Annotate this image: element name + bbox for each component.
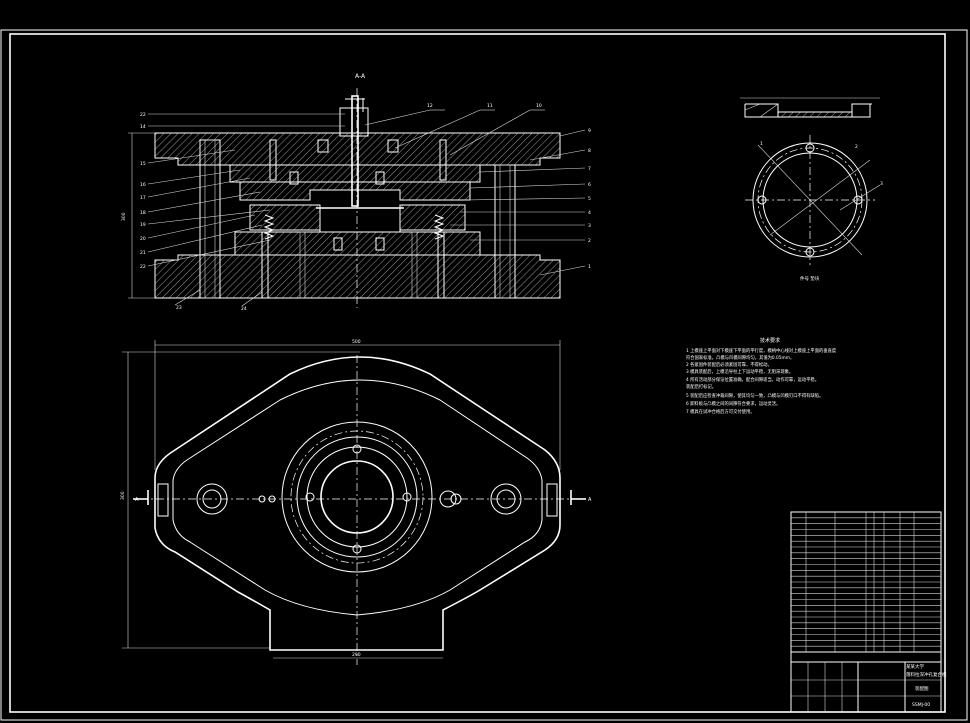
section-mark-right: A	[588, 497, 592, 503]
svg-text:8: 8	[588, 148, 591, 154]
title-drawing-code: SSMJ-00	[912, 702, 930, 708]
spring-right	[433, 214, 445, 240]
svg-text:24: 24	[241, 306, 247, 312]
svg-text:6: 6	[588, 182, 591, 188]
plan-outer-contour	[154, 356, 561, 651]
left-leaders	[147, 113, 345, 307]
svg-text:21: 21	[140, 250, 146, 256]
svg-text:2: 2	[855, 144, 858, 150]
svg-text:9: 9	[588, 128, 591, 134]
svg-text:6 卸料板与凸模之间的间隙符合要求，运动灵活。: 6 卸料板与凸模之间的间隙符合要求，运动灵活。	[686, 400, 780, 407]
svg-text:5 装配后应检查冲裁间隙，使其均匀一致，凸模与凹模刃口不得有: 5 装配后应检查冲裁间隙，使其均匀一致，凸模与凹模刃口不得有缺陷。	[686, 392, 823, 399]
svg-text:12: 12	[427, 103, 433, 109]
svg-text:3 模具装配后，上模沿导柱上下运动平稳，无阻滞现象。: 3 模具装配后，上模沿导柱上下运动平稳，无阻滞现象。	[686, 368, 793, 375]
detail-label: 件号 垫块	[800, 275, 820, 282]
blank-cup	[319, 207, 401, 233]
drawing-frame	[0, 29, 968, 721]
section-view-label: A-A	[355, 73, 366, 80]
stripper-plate	[239, 181, 471, 201]
plan-view: 500 300 290	[120, 339, 592, 665]
left-part-numbers: 22 14 15 16 17 18 19 20 21 22 23 24	[140, 112, 247, 312]
detail-part-view: 1 2 3 件号 垫块	[740, 97, 883, 282]
svg-text:3: 3	[880, 181, 883, 187]
svg-text:18: 18	[140, 210, 146, 216]
svg-text:2 各紧固件装配后必须紧固可靠，不得松动。: 2 各紧固件装配后必须紧固可靠，不得松动。	[686, 361, 772, 368]
svg-text:17: 17	[140, 195, 146, 201]
title-block: 某某大学 落料拉深冲孔复合模 装配图 SSMJ-00	[790, 511, 947, 713]
top-leaders	[364, 109, 545, 156]
section-height-dim: 300	[121, 212, 127, 221]
svg-text:22: 22	[140, 112, 146, 118]
svg-text:10: 10	[536, 103, 542, 109]
spring-left	[263, 214, 275, 240]
punch-holder	[229, 164, 481, 183]
svg-text:7: 7	[588, 166, 591, 172]
svg-text:16: 16	[140, 182, 146, 188]
svg-text:2: 2	[588, 238, 591, 244]
svg-text:1 上模座上平面对下模座下平面的平行度，模柄中心线对上模座上: 1 上模座上平面对下模座下平面的平行度，模柄中心线对上模座上平面的垂直度	[686, 347, 837, 354]
notes-title: 技术要求	[760, 337, 780, 344]
lower-die-plate	[154, 254, 561, 299]
shank	[339, 107, 369, 137]
svg-text:7 模具在试冲合格后方可交付使用。: 7 模具在试冲合格后方可交付使用。	[686, 408, 755, 415]
svg-text:23: 23	[176, 305, 182, 311]
svg-text:装配后打标记。: 装配后打标记。	[686, 383, 716, 390]
title-drawing-name: 落料拉深冲孔复合模	[906, 671, 947, 678]
svg-text:4 所有活动部分保证位置准确，配合间隙适当，动作可靠，运动平: 4 所有活动部分保证位置准确，配合间隙适当，动作可靠，运动平稳。	[686, 376, 819, 383]
svg-text:5: 5	[588, 196, 591, 202]
svg-text:1: 1	[760, 141, 763, 147]
svg-text:3: 3	[588, 223, 591, 229]
svg-text:19: 19	[140, 222, 146, 228]
svg-text:1: 1	[588, 264, 591, 270]
plan-width-dim: 500	[352, 339, 361, 345]
title-school: 某某大学	[906, 663, 924, 670]
technical-notes: 技术要求 1 上模座上平面对下模座下平面的平行度，模柄中心线对上模座上平面的垂直…	[686, 337, 837, 415]
section-mark-left: A	[135, 497, 139, 503]
svg-text:符合国家标准。凸模与凹模间隙均匀，其值为0.05mm，: 符合国家标准。凸模与凹模间隙均匀，其值为0.05mm，	[686, 354, 794, 361]
plan-height-dim: 300	[120, 491, 126, 500]
title-drawing-subtitle: 装配图	[915, 685, 929, 692]
svg-text:14: 14	[140, 124, 146, 130]
svg-text:11: 11	[487, 103, 493, 109]
svg-text:20: 20	[140, 236, 146, 242]
svg-text:15: 15	[140, 161, 146, 167]
svg-text:4: 4	[588, 210, 591, 216]
right-leaders	[450, 129, 586, 276]
svg-text:22: 22	[140, 264, 146, 270]
right-part-numbers: 9 8 7 6 5 4 3 2 1	[588, 128, 591, 270]
plan-bottom-dim: 290	[352, 652, 361, 658]
section-view-a-a: A-A	[121, 73, 591, 312]
